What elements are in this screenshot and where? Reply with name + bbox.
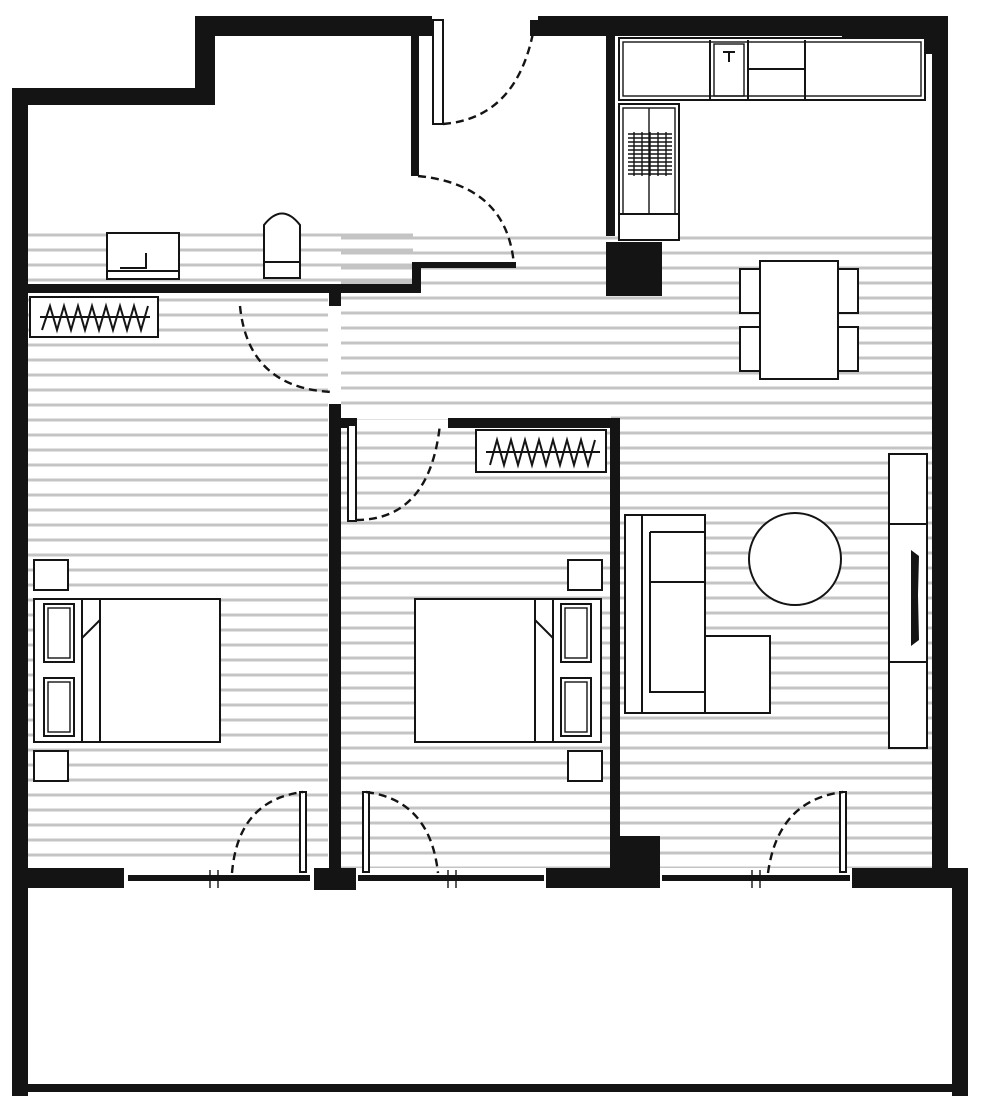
wardrobe [475,429,607,473]
kitchen-sink [713,43,745,97]
balcony-door-middle[interactable] [362,790,440,874]
floor-hatch-hallway [28,233,413,282]
nightstand [567,559,603,782]
chair [739,268,859,372]
wardrobe [29,296,159,338]
tv-unit [888,453,928,749]
facade-wall [12,868,968,890]
balcony [12,868,968,1096]
kitchen-counter [618,37,926,101]
balcony-door-left[interactable] [230,790,307,874]
hallway-wall [28,262,516,306]
desk-chair [263,212,301,279]
bedroom-left-door[interactable] [238,305,333,394]
balcony-door-right[interactable] [766,790,847,874]
entrance-door[interactable] [442,21,537,126]
nightstand [33,559,69,782]
double-bed [33,598,221,743]
stove [618,103,680,241]
bedroom-middle-door[interactable] [347,423,442,522]
kitchen-column [606,36,662,296]
desk [106,232,180,280]
floor-hatch-bedroom-left [28,298,328,857]
sofa [624,514,771,714]
round-table [748,512,842,606]
double-bed [414,598,602,743]
dining-table [759,260,839,380]
entrance-walls [411,19,542,176]
hallway-door[interactable] [417,174,516,267]
hatch-mask-wall-notch [341,405,611,419]
exterior-walls [12,16,948,888]
